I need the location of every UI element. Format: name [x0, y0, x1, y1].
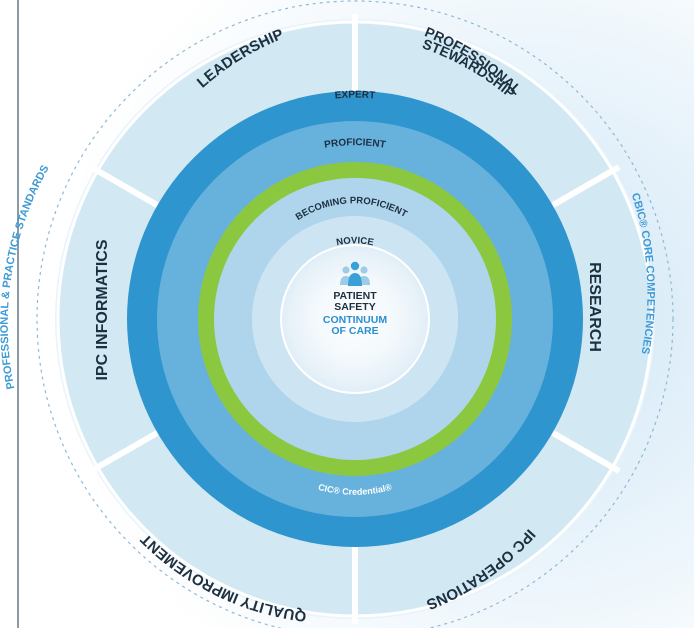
center-disc [281, 245, 429, 393]
center-outline [280, 244, 430, 394]
people-icon [340, 261, 370, 286]
informatics-label: IPC INFORMATICS [94, 239, 111, 380]
center-label-of-care: OF CARE [331, 325, 378, 337]
research-label: RESEARCH [586, 262, 603, 352]
center-label-safety: SAFETY [334, 301, 375, 313]
credential-label: CIC® Credential® [317, 482, 393, 497]
center-label-continuum: CONTINUUM [323, 314, 387, 326]
center-label-patient: PATIENT [333, 290, 377, 302]
novice-label: NOVICE [335, 235, 374, 248]
proficient-label: PROFICIENT [324, 137, 387, 151]
outer-guide-circle [36, 0, 674, 628]
